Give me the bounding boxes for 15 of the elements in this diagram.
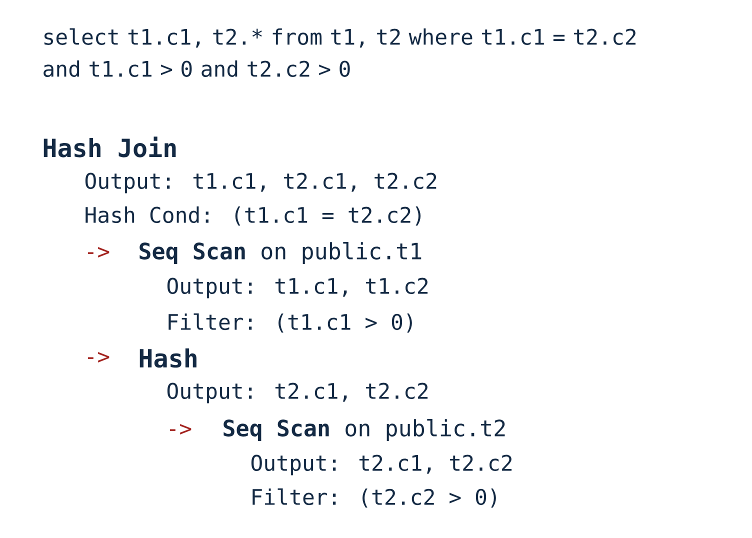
plan-node-heading: Hash Join bbox=[44, 136, 176, 158]
plan-detail: Output: t1.c1, t1.c2 bbox=[167, 278, 428, 298]
plan-node-heading: Seq Scan on public.t2 bbox=[224, 419, 505, 441]
child-arrow: -> bbox=[170, 424, 192, 434]
child-arrow: -> bbox=[88, 352, 110, 362]
sql-query: select t1.c1, t2.* from t1, t2 where t1.c1 = t2.c2 and t1.c1 > 0 and t2.c2 > 0 bbox=[44, 28, 636, 77]
plan-node-heading: Hash bbox=[140, 348, 196, 368]
plan-detail: Hash Cond: (t1.c1 = t2.c2) bbox=[86, 206, 421, 226]
plan-detail: Filter: (t2.c2 > 0) bbox=[252, 488, 496, 508]
child-arrow: -> bbox=[88, 247, 110, 258]
plan-detail: Filter: (t1.c1 > 0) bbox=[168, 313, 412, 333]
plan-node-heading: Seq Scan on public.t1 bbox=[140, 242, 422, 264]
plan-detail: Output: t1.c1, t2.c1, t2.c2 bbox=[85, 172, 436, 194]
plan-detail: Output: t2.c1, t2.c2 bbox=[167, 382, 428, 404]
plan-detail: Output: t2.c1, t2.c2 bbox=[251, 454, 512, 476]
